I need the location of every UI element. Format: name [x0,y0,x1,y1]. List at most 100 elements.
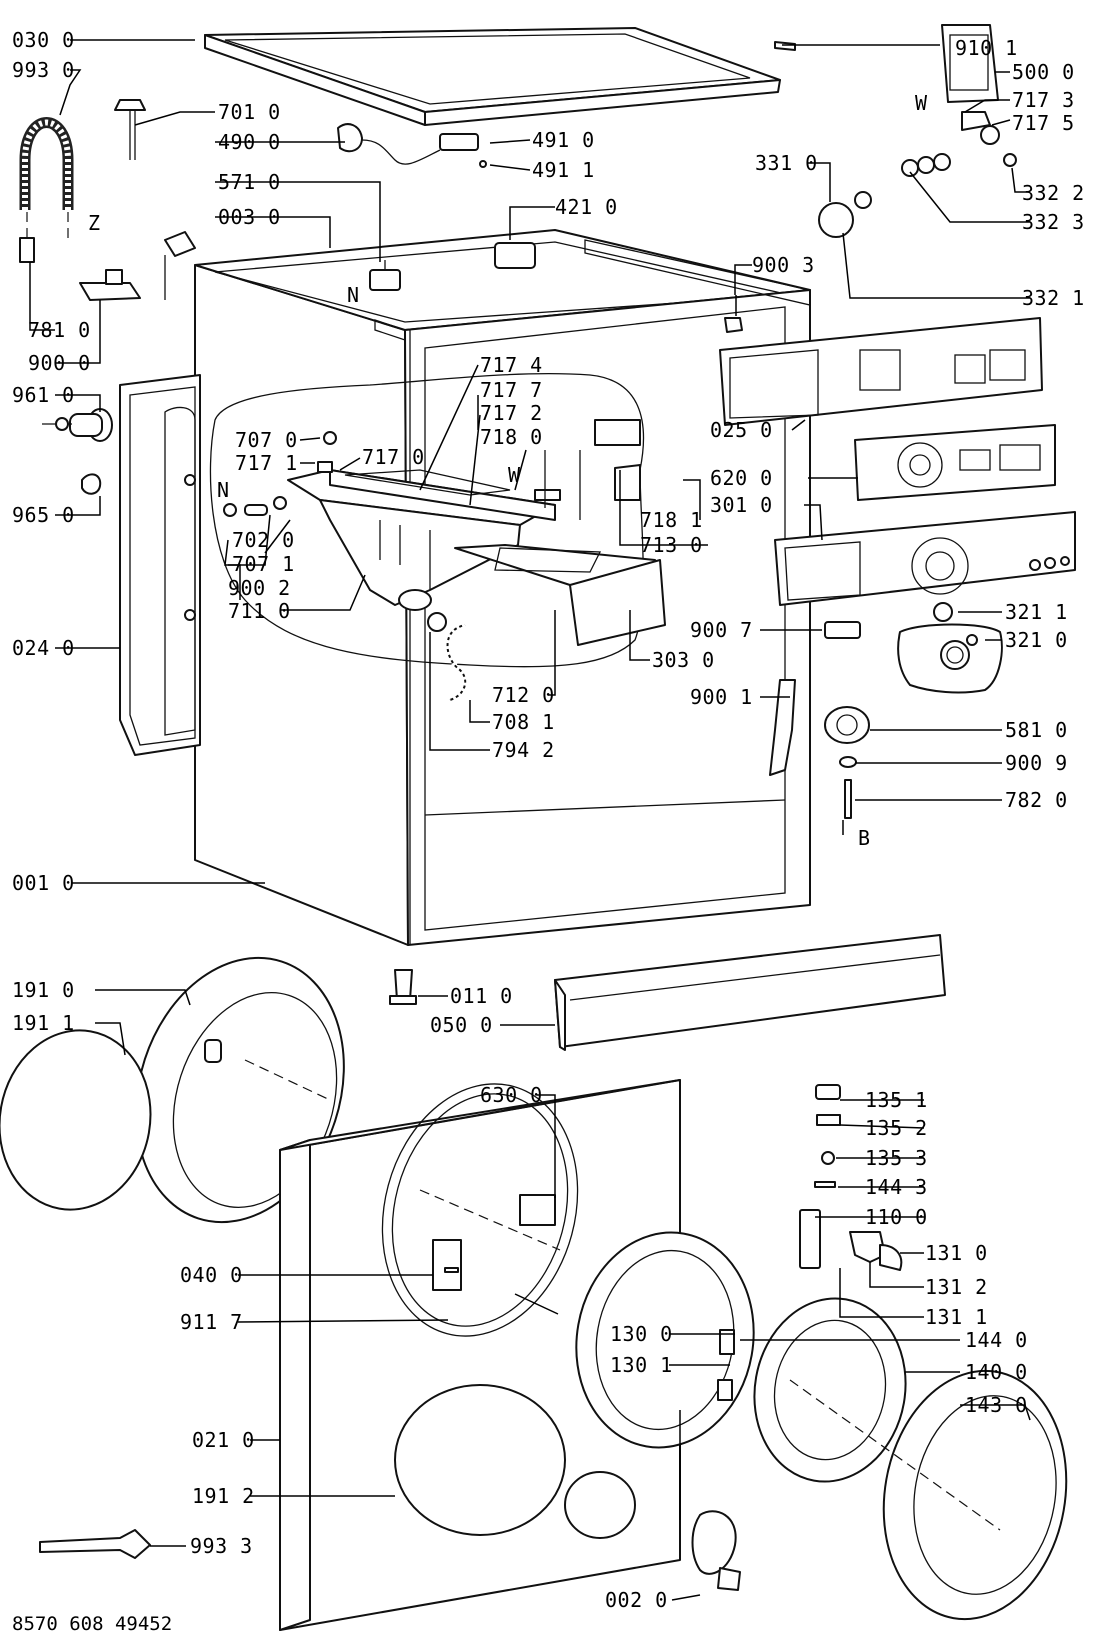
front-control-panel [774,511,1076,606]
label-7130: 713 0 [640,533,703,557]
label-9002: 900 2 [228,576,291,600]
hinge-parts [799,1084,903,1271]
label-6200: 620 0 [710,466,773,490]
label-1301: 130 1 [610,1353,673,1377]
label-0010: 001 0 [12,871,75,895]
leader-lines [29,39,1031,1601]
door-outer-ring [882,1369,1068,1621]
power-cord [337,123,487,168]
label-7173: 717 3 [1012,88,1075,112]
label-1100: 110 0 [865,1205,928,1229]
label-7177: 717 7 [480,378,543,402]
label-1351: 135 1 [865,1088,928,1112]
top-lid [204,27,781,126]
program-knob [897,602,1003,694]
marker-z: Z [88,211,101,235]
pressure-switch [824,706,870,819]
label-7071: 707 1 [232,552,295,576]
label-7174: 717 4 [480,353,543,377]
label-4911: 491 1 [532,158,595,182]
knobs [818,153,1017,238]
label-0110: 011 0 [450,984,513,1008]
label-5810: 581 0 [1005,718,1068,742]
label-1353: 135 3 [865,1146,928,1170]
label-9009: 900 9 [1005,751,1068,775]
marker-n-top: N [347,283,360,307]
label-3310: 331 0 [755,151,818,175]
label-5000: 500 0 [1012,60,1075,84]
label-3030: 303 0 [652,648,715,672]
label-7020: 702 0 [232,528,295,552]
label-0400: 040 0 [180,1263,243,1287]
label-0300: 030 0 [12,28,75,52]
part-labels: 030 0 993 0 701 0 490 0 571 0 003 0 781 … [12,28,1085,1635]
label-1300: 130 0 [610,1322,673,1346]
hose-bracket [79,269,141,301]
label-7120: 712 0 [492,683,555,707]
door-glass [753,1297,907,1483]
label-0240: 024 0 [12,636,75,660]
label-7070: 707 0 [235,428,298,452]
label-9930: 993 0 [12,58,75,82]
label-7175: 717 5 [1012,111,1075,135]
label-9001: 900 1 [690,685,753,709]
drawing-code: 8570 608 49452 [12,1613,172,1635]
label-1912: 191 2 [192,1484,255,1508]
label-7181: 718 1 [640,508,703,532]
label-9000: 900 0 [28,351,91,375]
label-5710: 571 0 [218,170,281,194]
label-4910: 491 0 [532,128,595,152]
label-7110: 711 0 [228,599,291,623]
label-3322: 332 2 [1022,181,1085,205]
label-9003: 900 3 [752,253,815,277]
label-9933: 993 3 [190,1534,253,1558]
label-3321: 332 1 [1022,286,1085,310]
label-7171: 717 1 [235,451,298,475]
label-0020: 002 0 [605,1588,668,1612]
dispenser [223,431,666,646]
label-7942: 794 2 [492,738,555,762]
label-9101: 910 1 [955,36,1018,60]
label-1440: 144 0 [965,1328,1028,1352]
filter-plug [42,408,113,495]
label-6300: 630 0 [480,1083,543,1107]
label-1443: 144 3 [865,1175,928,1199]
label-9007: 900 7 [690,618,753,642]
label-1352: 135 2 [865,1116,928,1140]
kick-plate [554,934,946,1051]
label-0030: 003 0 [218,205,281,229]
interference-filter [494,242,536,269]
label-7081: 708 1 [492,710,555,734]
label-9650: 965 0 [12,503,75,527]
marker-w-top: W [915,91,928,115]
label-1310: 131 0 [925,1241,988,1265]
label-9117: 911 7 [180,1310,243,1334]
valve-pipe [114,99,196,300]
hose [427,612,468,702]
label-3211: 321 1 [1005,600,1068,624]
marker-b: B [858,826,871,850]
inlet-hose [19,117,74,263]
door-frame [575,1231,755,1449]
label-1910: 191 0 [12,978,75,1002]
label-1400: 140 0 [965,1360,1028,1384]
mains-connector [369,260,401,291]
label-4210: 421 0 [555,195,618,219]
label-1430: 143 0 [965,1393,1028,1417]
label-3323: 332 3 [1022,210,1085,234]
label-7170: 717 0 [362,445,425,469]
label-7010: 701 0 [218,100,281,124]
label-7172: 717 2 [480,401,543,425]
label-0250: 025 0 [710,418,773,442]
control-pcb [854,424,1056,501]
label-0500: 050 0 [430,1013,493,1037]
label-3010: 301 0 [710,493,773,517]
label-9610: 961 0 [12,383,75,407]
label-7810: 781 0 [28,318,91,342]
label-1312: 131 2 [925,1275,988,1299]
rear-panel [119,374,201,756]
marker-w-dispenser: W [508,463,521,487]
label-7180: 718 0 [480,425,543,449]
